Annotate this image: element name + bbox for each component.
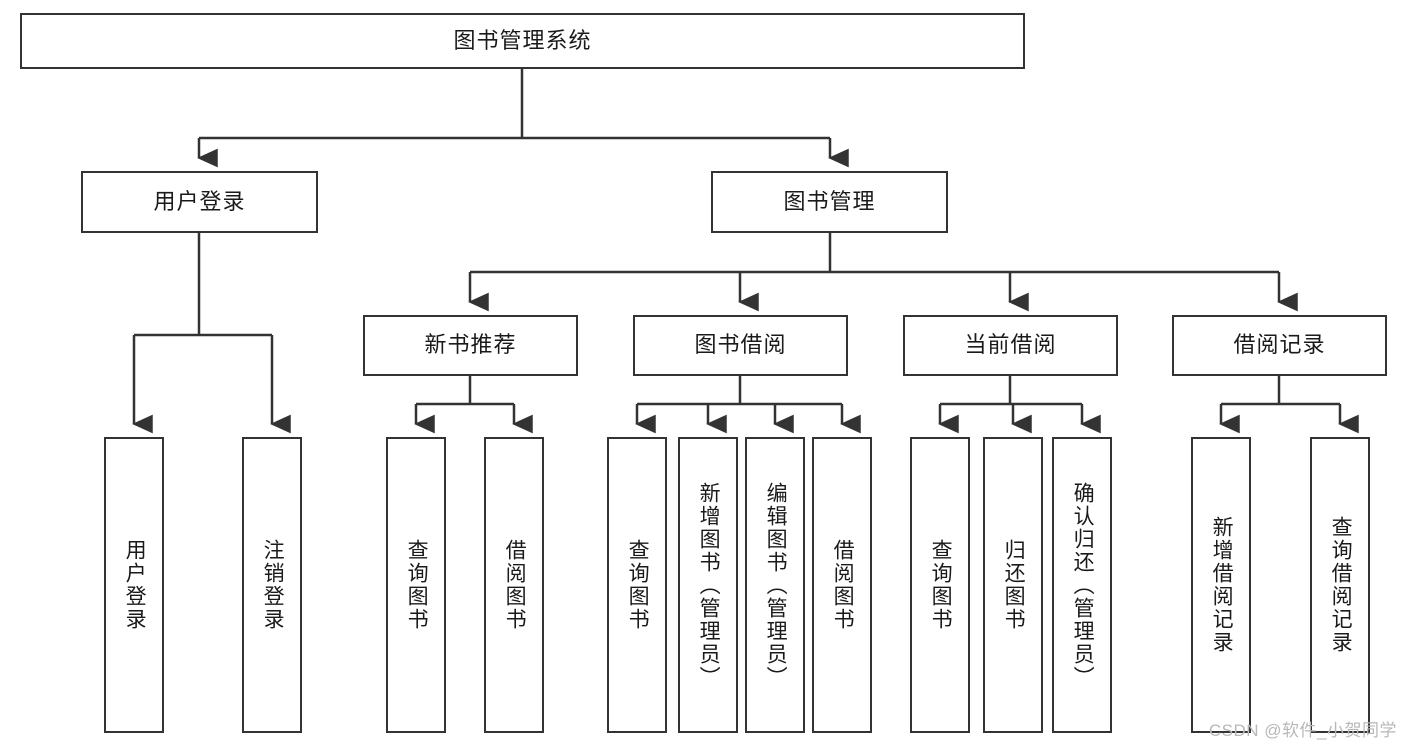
leaf-user-login[interactable]: 用户登录 <box>104 437 164 733</box>
node-borrow-record-label: 借阅记录 <box>1233 332 1326 358</box>
leaf-user-logout-label: 注销登录 <box>261 539 285 631</box>
leaf-user-logout[interactable]: 注销登录 <box>242 437 302 733</box>
leaf-current-return-book-label: 归还图书 <box>1002 539 1026 631</box>
leaf-borrow-query-book-label: 查询图书 <box>626 539 650 631</box>
leaf-borrow-lend-book-label: 借阅图书 <box>831 539 855 631</box>
leaf-current-return-book[interactable]: 归还图书 <box>983 437 1043 733</box>
leaf-current-confirm-return-admin-label: 确认归还（管理员） <box>1071 481 1095 689</box>
leaf-newbook-borrow-book[interactable]: 借阅图书 <box>484 437 544 733</box>
leaf-record-add-record-label: 新增借阅记录 <box>1210 516 1234 654</box>
leaf-record-query-record-label: 查询借阅记录 <box>1329 516 1353 654</box>
node-current-borrow[interactable]: 当前借阅 <box>903 315 1118 376</box>
leaf-current-query-book-label: 查询图书 <box>929 539 953 631</box>
node-book-borrow-label: 图书借阅 <box>694 332 787 358</box>
leaf-borrow-query-book[interactable]: 查询图书 <box>607 437 667 733</box>
leaf-record-add-record[interactable]: 新增借阅记录 <box>1191 437 1251 733</box>
node-book-borrow[interactable]: 图书借阅 <box>633 315 848 376</box>
leaf-borrow-add-book-admin-label: 新增图书（管理员） <box>697 481 721 689</box>
leaf-borrow-edit-book-admin-label: 编辑图书（管理员） <box>764 481 788 689</box>
leaf-newbook-query-book-label: 查询图书 <box>405 539 429 631</box>
node-root[interactable]: 图书管理系统 <box>20 13 1025 69</box>
leaf-record-query-record[interactable]: 查询借阅记录 <box>1310 437 1370 733</box>
node-book-management-label: 图书管理 <box>783 188 876 214</box>
node-new-book-recommend-label: 新书推荐 <box>424 332 517 358</box>
leaf-borrow-add-book-admin[interactable]: 新增图书（管理员） <box>678 437 738 733</box>
leaf-current-query-book[interactable]: 查询图书 <box>910 437 970 733</box>
leaf-borrow-lend-book[interactable]: 借阅图书 <box>812 437 872 733</box>
node-new-book-recommend[interactable]: 新书推荐 <box>363 315 578 376</box>
leaf-user-login-label: 用户登录 <box>123 539 147 631</box>
node-user-login[interactable]: 用户登录 <box>81 171 318 233</box>
node-current-borrow-label: 当前借阅 <box>964 332 1057 358</box>
csdn-watermark: CSDN @软件_小贺同学 <box>1208 721 1397 740</box>
leaf-newbook-query-book[interactable]: 查询图书 <box>386 437 446 733</box>
leaf-borrow-edit-book-admin[interactable]: 编辑图书（管理员） <box>745 437 805 733</box>
leaf-current-confirm-return-admin[interactable]: 确认归还（管理员） <box>1052 437 1112 733</box>
node-user-login-label: 用户登录 <box>153 188 246 214</box>
leaf-newbook-borrow-book-label: 借阅图书 <box>503 539 527 631</box>
node-book-management[interactable]: 图书管理 <box>711 171 948 233</box>
node-root-label: 图书管理系统 <box>453 27 592 53</box>
node-borrow-record[interactable]: 借阅记录 <box>1172 315 1387 376</box>
